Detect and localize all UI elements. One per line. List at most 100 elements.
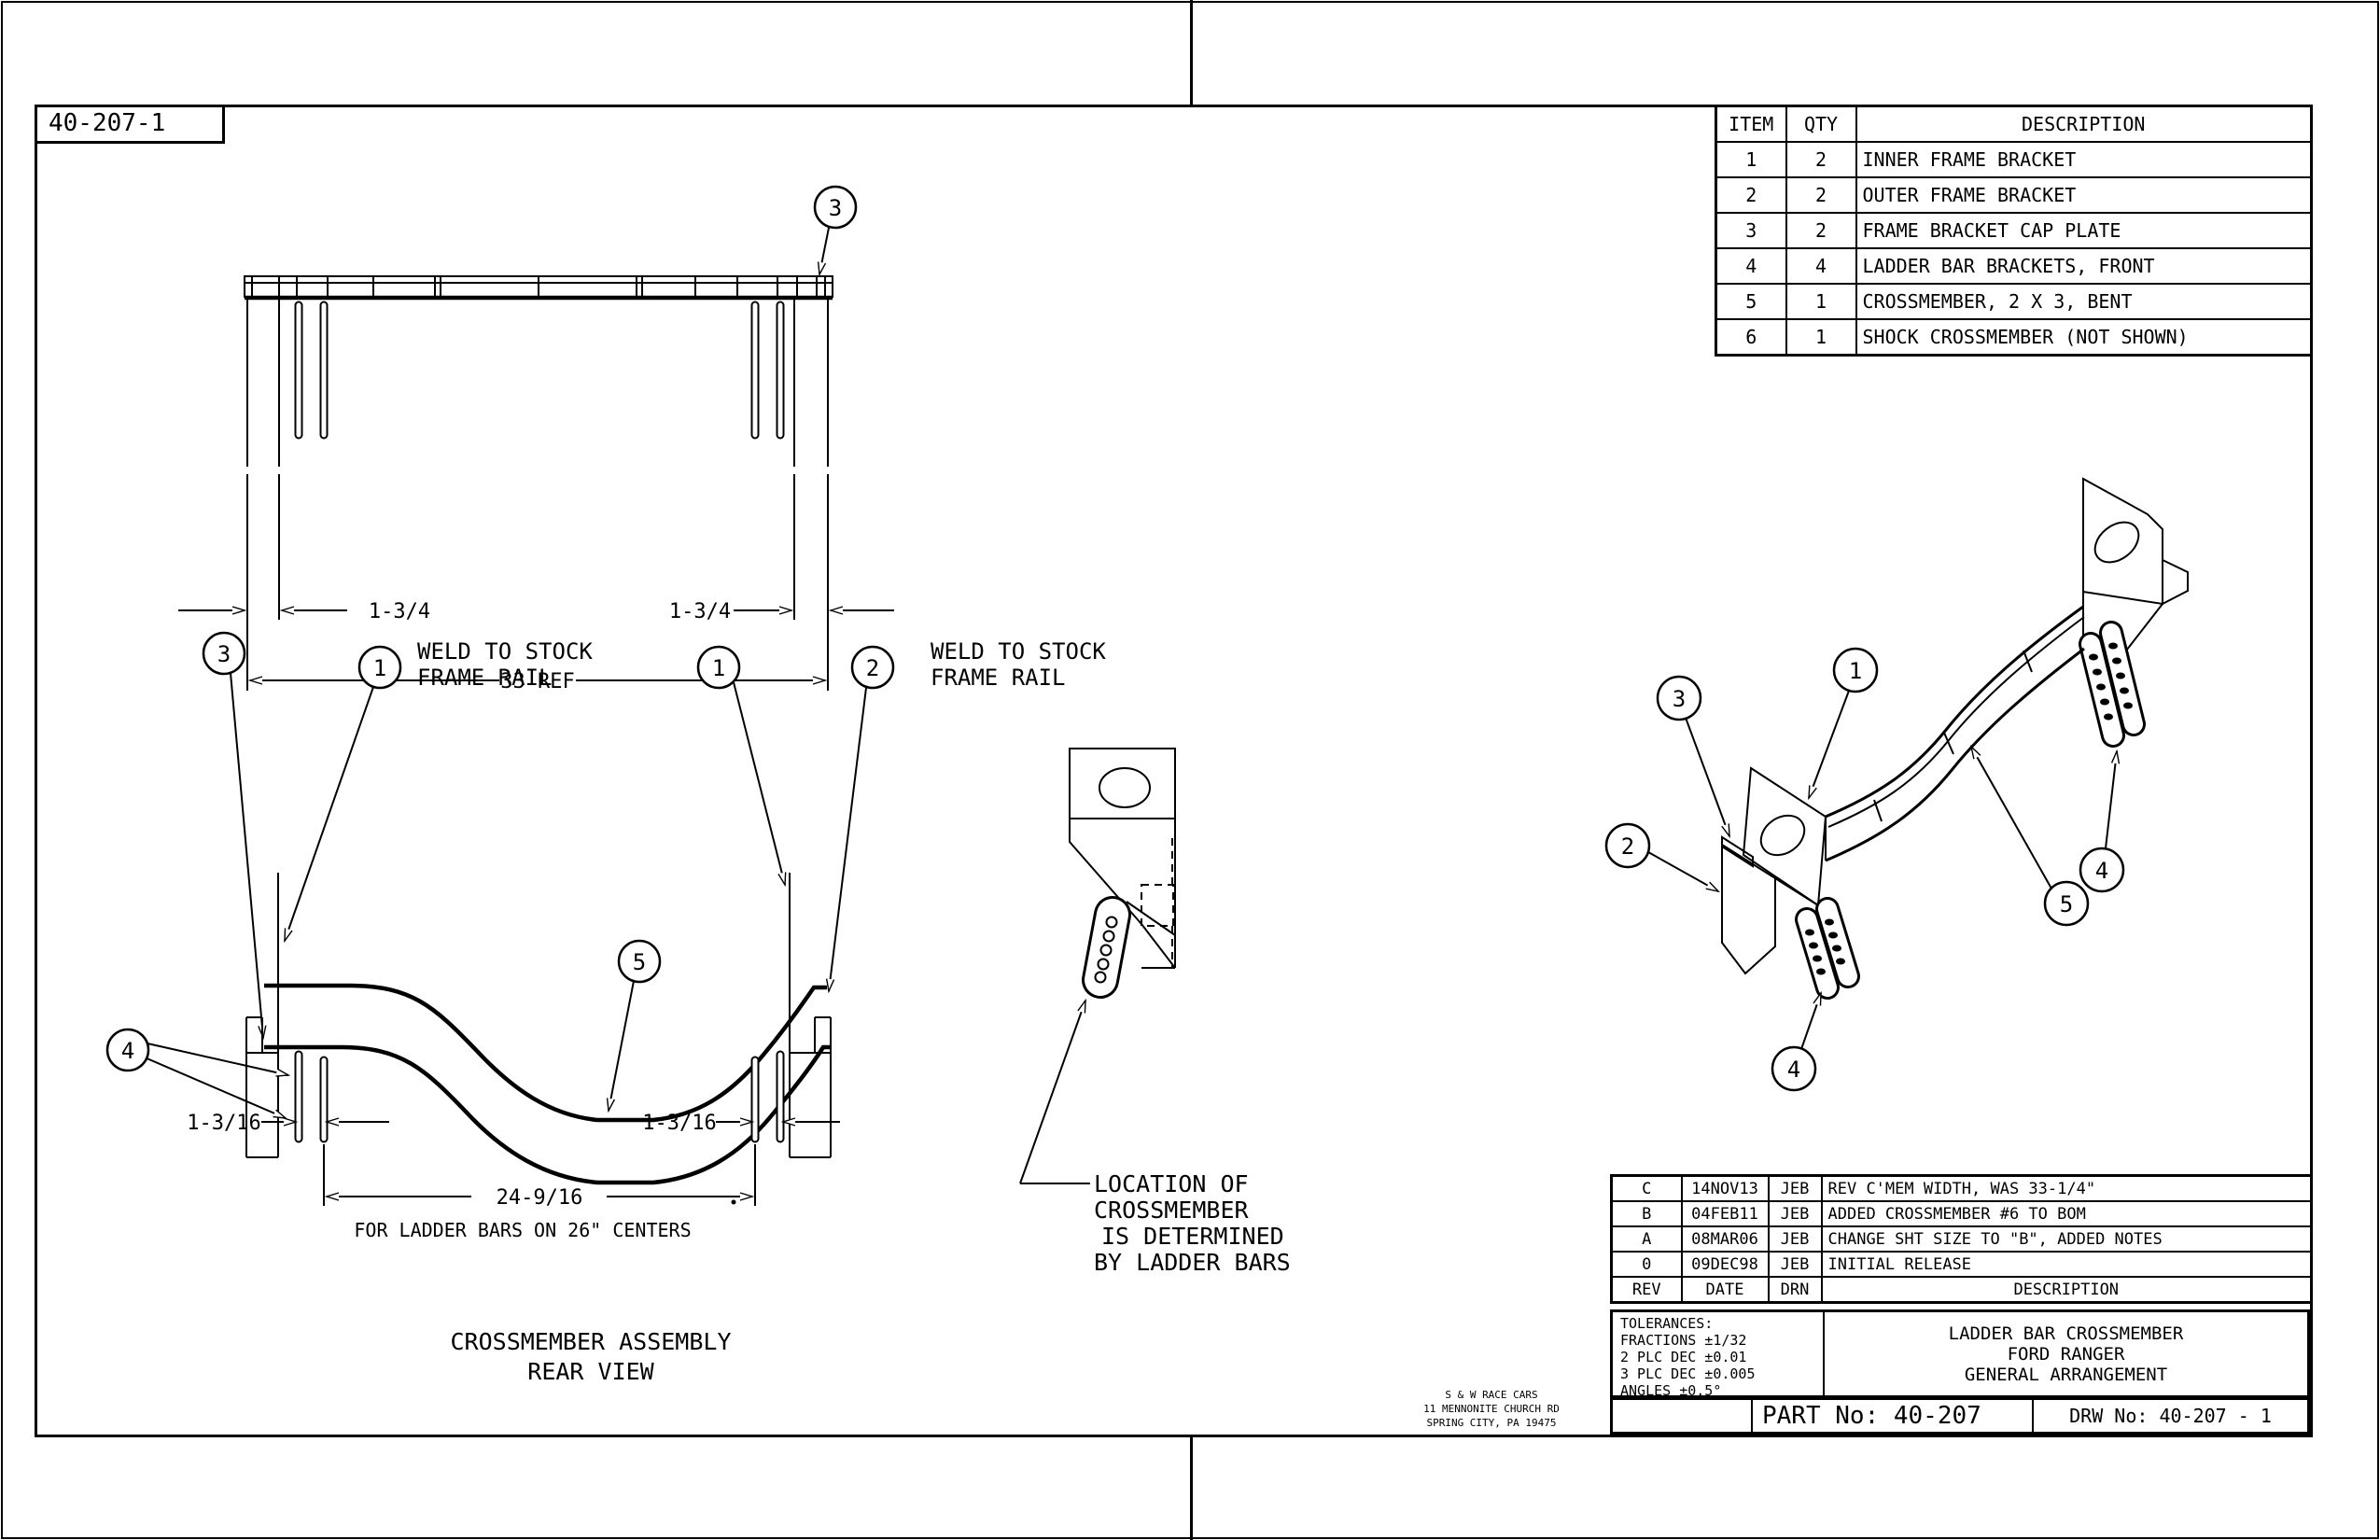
rev-cell-rev: 0	[1610, 1251, 1683, 1278]
balloon-3: 3	[202, 631, 263, 1038]
iso-left-tabs	[1795, 897, 1860, 1000]
tab-hole	[1099, 944, 1113, 957]
rear-crossmember-tube	[264, 983, 831, 1185]
balloon-3: 3	[813, 185, 858, 274]
rev-header-drn: DRN	[1767, 1276, 1823, 1304]
balloon-label: 2	[866, 655, 879, 681]
bom-cell-item: 6	[1715, 318, 1787, 357]
dim-label: 24-9/16	[497, 1186, 583, 1210]
title-block-middle: TOLERANCES: FRACTIONS ±1/32 2 PLC DEC ±0…	[1610, 1309, 2310, 1399]
rear-ladder-bar-tabs	[294, 1050, 785, 1143]
balloon-1-left: 1	[284, 645, 402, 941]
rear-view-caption-line2: REAR VIEW	[527, 1358, 654, 1385]
balloon-label: 5	[2060, 891, 2073, 917]
tolerance-line: 3 PLC DEC ±0.005	[1620, 1365, 1756, 1382]
top-view-bracket-plates	[246, 299, 829, 467]
rear-view: 3 1 WELD TO STOCK FRAME RAIL 1 2 WELD TO…	[105, 631, 1106, 1385]
location-note-line2: CROSSMEMBER	[1094, 1197, 1250, 1224]
frame-rail-section	[1069, 748, 1176, 819]
bom-cell-description: OUTER FRAME BRACKET	[1855, 176, 2313, 214]
dim-label: 1-3/4	[369, 600, 430, 623]
company-city: SPRING CITY, PA 19475	[1426, 1417, 1557, 1429]
top-view-plate-joints	[251, 276, 826, 297]
balloon-label: 1	[1849, 658, 1862, 684]
frame-rail-hole	[1099, 767, 1151, 808]
table-row: 4 4 LADDER BAR BRACKETS, FRONT	[1715, 247, 2313, 285]
rev-cell-drn: JEB	[1767, 1200, 1823, 1227]
top-view-dimensions: 1-3/4 1-3/4 33 REF	[178, 474, 894, 693]
rev-cell-date: 04FEB11	[1680, 1200, 1770, 1227]
hidden-crossmember	[1141, 838, 1174, 968]
balloon-4-bottom: 4	[1771, 993, 1822, 1092]
drawing-title-line2: FORD RANGER	[2007, 1344, 2125, 1365]
rev-header-rev: REV	[1610, 1276, 1683, 1304]
rev-cell-description: CHANGE SHT SIZE TO "B", ADDED NOTES	[1820, 1225, 2313, 1253]
company-name: S & W RACE CARS	[1445, 1389, 1538, 1401]
company-street: 11 MENNONITE CHURCH RD	[1423, 1403, 1560, 1415]
bom-cell-description: CROSSMEMBER, 2 X 3, BENT	[1855, 283, 2313, 320]
title-block-bottom: PART No: 40-207 DRW No: 40-207 - 1	[1610, 1398, 2310, 1435]
fold-mark-bottom	[1190, 1435, 1193, 1540]
bom-cell-qty: 2	[1785, 176, 1857, 214]
balloon-4: 4	[105, 1028, 288, 1118]
dim-label: 1-3/4	[669, 600, 731, 623]
ladder-bar-tab	[1082, 896, 1131, 999]
balloon-label: 1	[712, 655, 725, 681]
bom-cell-qty: 4	[1785, 247, 1857, 285]
table-row: A 08MAR06 JEB CHANGE SHT SIZE TO "B", AD…	[1610, 1225, 2313, 1253]
table-row: 5 1 CROSSMEMBER, 2 X 3, BENT	[1715, 283, 2313, 320]
rev-cell-description: INITIAL RELEASE	[1820, 1251, 2313, 1278]
balloon-label: 4	[2095, 858, 2108, 884]
sheet-part-label-text: 40-207-1	[49, 109, 166, 137]
table-row: 0 09DEC98 JEB INITIAL RELEASE	[1610, 1251, 2313, 1278]
rev-header-date: DATE	[1680, 1276, 1770, 1304]
table-row: C 14NOV13 JEB REV C'MEM WIDTH, WAS 33-1/…	[1610, 1174, 2313, 1202]
rev-cell-description: REV C'MEM WIDTH, WAS 33-1/4"	[1820, 1174, 2313, 1202]
balloon-2: 2	[1604, 822, 1718, 891]
tab-hole	[1102, 930, 1115, 943]
iso-crossmember-tube	[1825, 605, 2085, 862]
drawing-number-cell: DRW No: 40-207 - 1	[2069, 1405, 2272, 1427]
location-note-line1: LOCATION OF	[1094, 1170, 1249, 1197]
table-row: 6 1 SHOCK CROSSMEMBER (NOT SHOWN)	[1715, 318, 2313, 357]
bracket-profile	[1069, 819, 1176, 969]
balloon-label: 4	[1787, 1057, 1800, 1083]
rev-cell-rev: A	[1610, 1225, 1683, 1253]
fold-mark-top	[1190, 0, 1193, 105]
bom-header-qty: QTY	[1785, 105, 1857, 143]
drawing-title-line1: LADDER BAR CROSSMEMBER	[1948, 1323, 2184, 1344]
table-row: B 04FEB11 JEB ADDED CROSSMEMBER #6 TO BO…	[1610, 1200, 2313, 1227]
drawing-title-box: LADDER BAR CROSSMEMBER FORD RANGER GENER…	[1825, 1312, 2307, 1395]
top-view: 3 1-3/4 1-3/4 33 REF	[178, 185, 894, 693]
rev-cell-date: 09DEC98	[1680, 1251, 1770, 1278]
balloon-label: 2	[1621, 833, 1634, 860]
side-detail-view: LOCATION OF CROSSMEMBER IS DETERMINED BY…	[1019, 748, 1291, 1276]
balloon-5: 5	[609, 939, 662, 1111]
weld-note-right-line2: FRAME RAIL	[931, 665, 1066, 691]
rear-right-bracket	[789, 873, 832, 1158]
drawing-frame	[35, 105, 2313, 1437]
top-view-ladder-bar-tabs	[294, 301, 785, 440]
tab-hole	[1094, 971, 1107, 984]
isometric-view: 3 1 2 5 4 4	[1604, 477, 2189, 1092]
bom-cell-description: INNER FRAME BRACKET	[1855, 141, 2313, 178]
balloon-1: 1	[1808, 647, 1879, 798]
rear-view-dimensions: 1-3/16 1-3/16 24-9/16 FOR LADDER BARS ON…	[187, 1112, 840, 1241]
balloon-4-right: 4	[2079, 751, 2125, 893]
iso-right-tabs	[2079, 621, 2146, 748]
balloon-3: 3	[1656, 675, 1730, 836]
balloon-5: 5	[1971, 747, 2090, 927]
revision-table: C 14NOV13 JEB REV C'MEM WIDTH, WAS 33-1/…	[1610, 1174, 2313, 1304]
table-row: 3 2 FRAME BRACKET CAP PLATE	[1715, 212, 2313, 249]
balloon-label: 3	[217, 641, 231, 667]
balloon-label: 4	[121, 1038, 134, 1064]
tolerance-line: TOLERANCES:	[1620, 1315, 1714, 1332]
title-block-empty-cell	[1613, 1400, 1753, 1432]
table-row: 1 2 INNER FRAME BRACKET	[1715, 141, 2313, 178]
tab-hole	[1105, 916, 1118, 929]
weld-note-right-line1: WELD TO STOCK	[931, 638, 1106, 665]
tolerances-box: TOLERANCES: FRACTIONS ±1/32 2 PLC DEC ±0…	[1613, 1312, 1825, 1399]
rev-cell-date: 08MAR06	[1680, 1225, 1770, 1253]
dim-label: 33 REF	[500, 670, 574, 693]
rear-view-caption-line1: CROSSMEMBER ASSEMBLY	[450, 1328, 731, 1355]
